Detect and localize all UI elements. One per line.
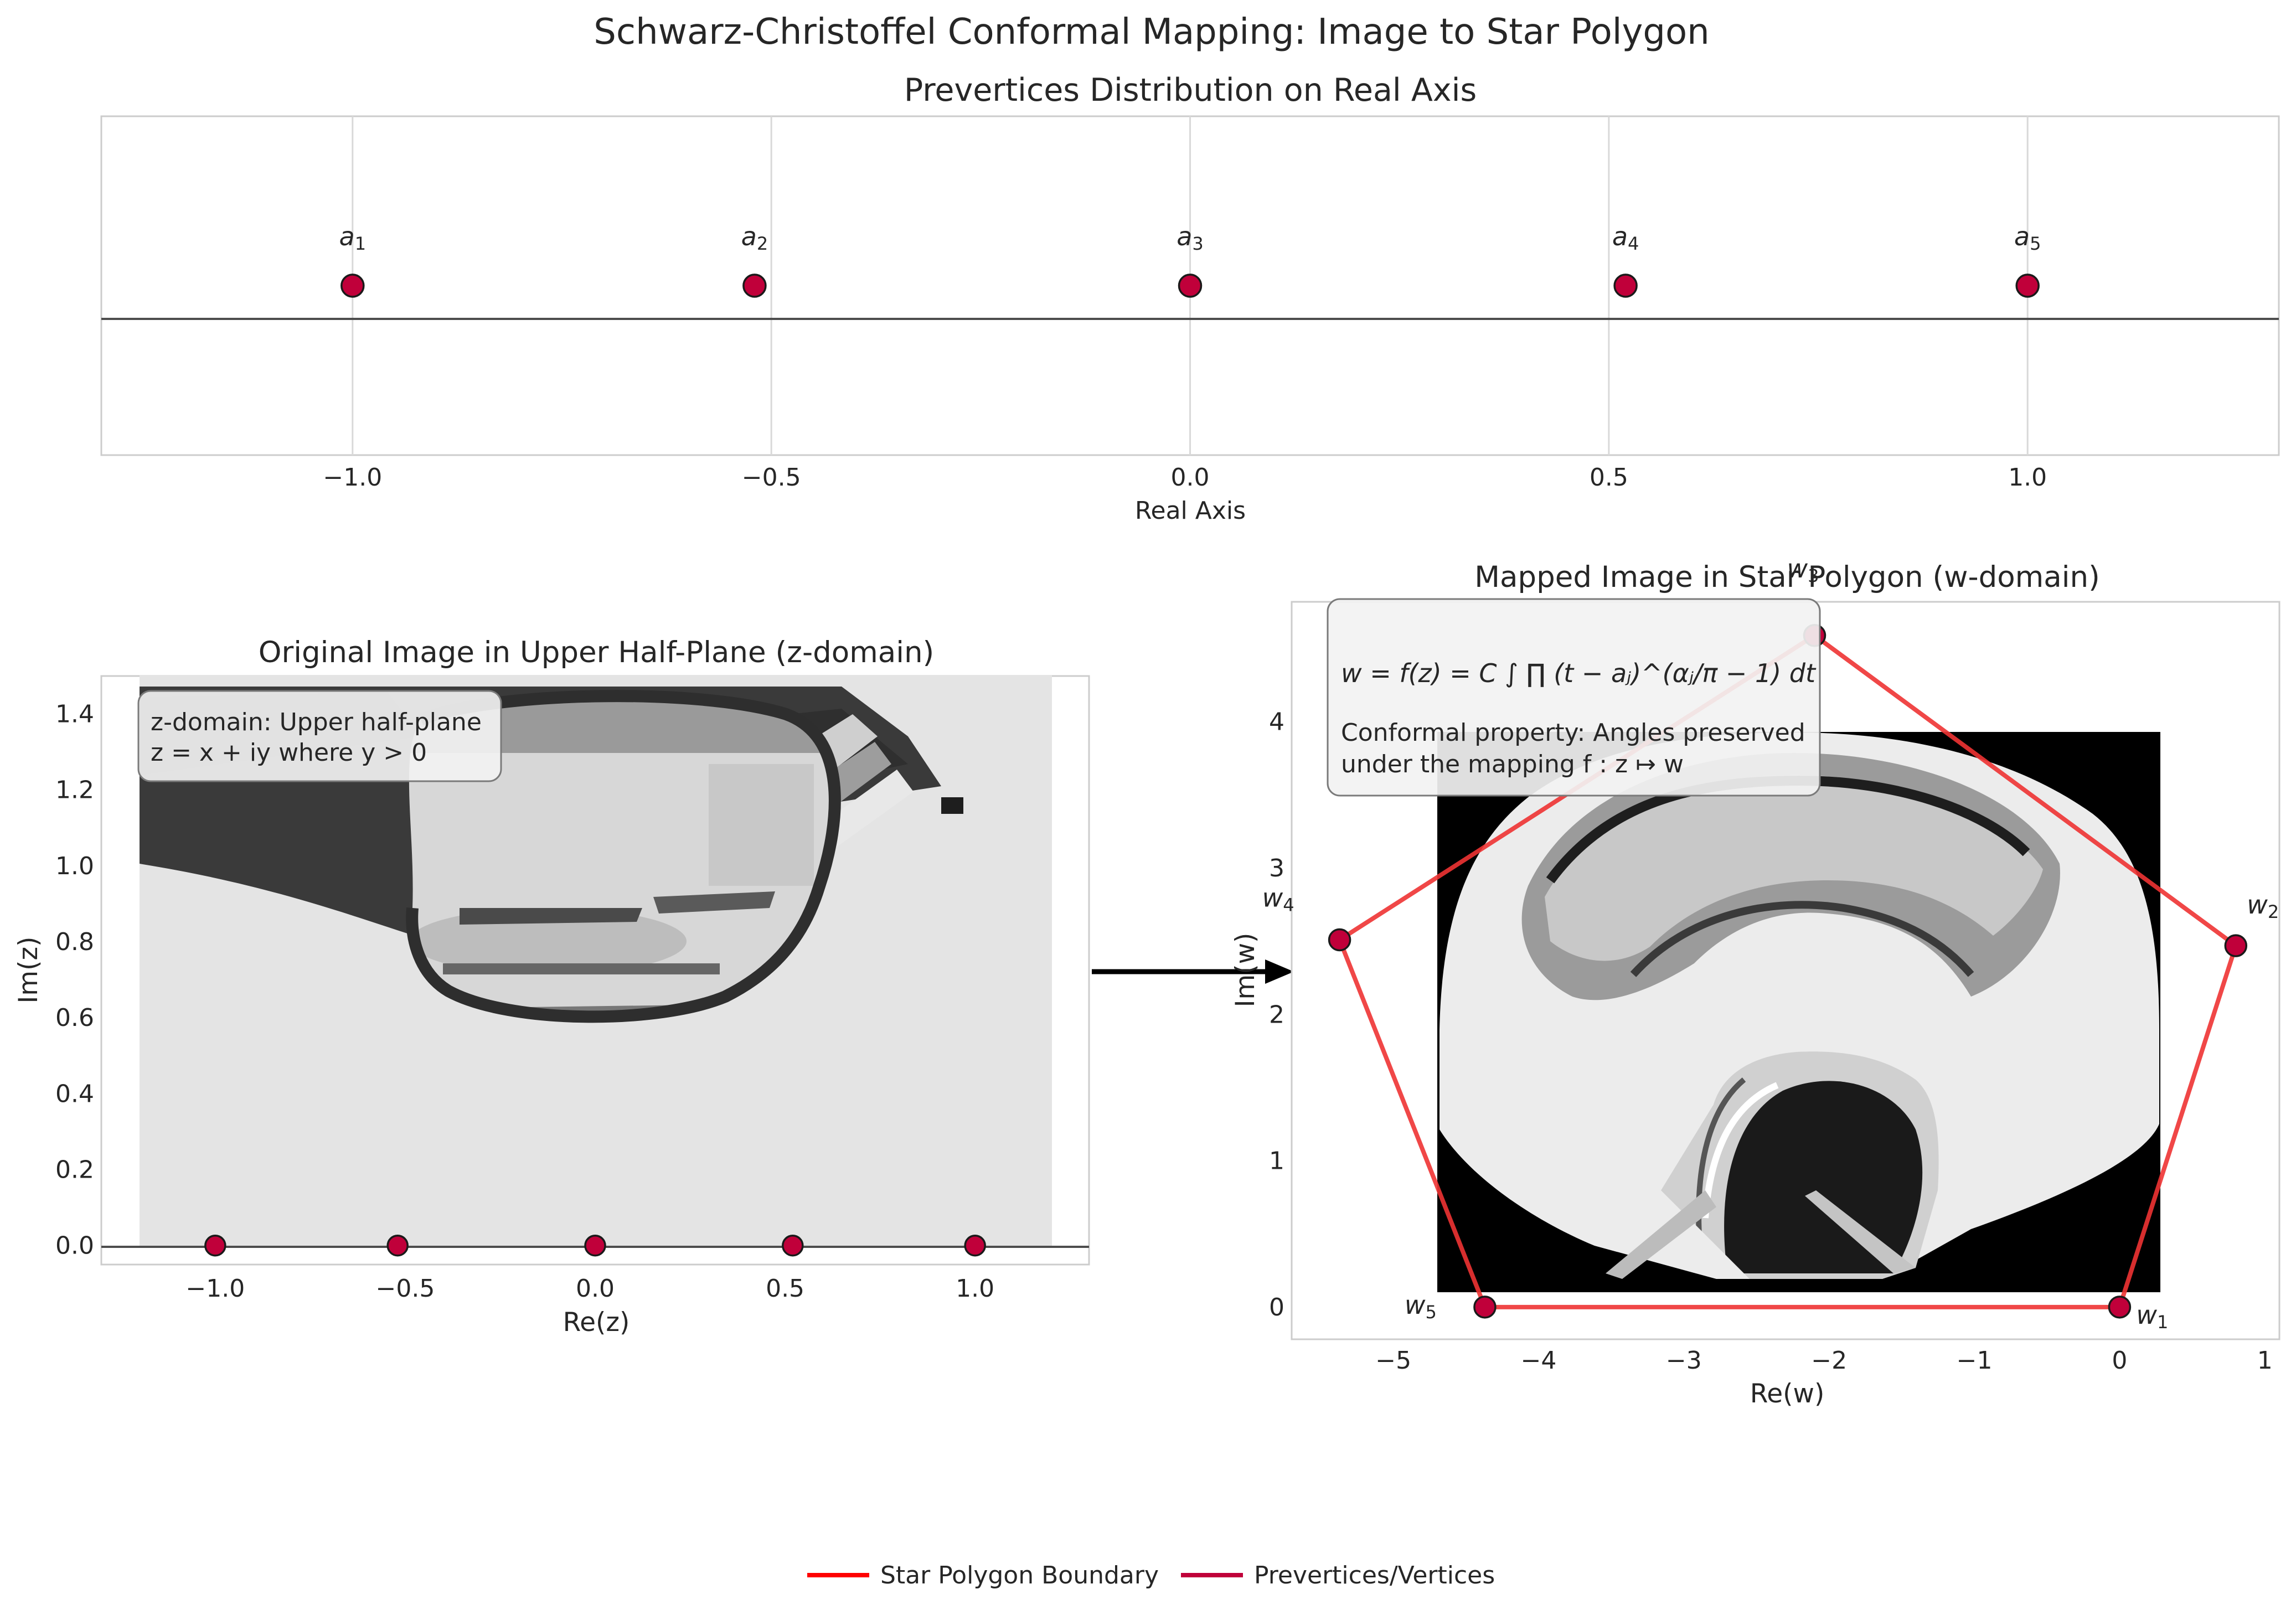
z-y-tick-labels: 0.0 0.2 0.4 0.6 0.8 1.0 1.2 1.4: [55, 700, 94, 1260]
legend-label-vertices: Prevertices/Vertices: [1254, 1561, 1495, 1590]
z-prevertex-point: [964, 1234, 986, 1257]
w-y-tick-labels: 0 1 2 3 4: [1269, 708, 1284, 1322]
prevertex-point: [340, 274, 365, 298]
z-domain-panel-title: Original Image in Upper Half-Plane (z-do…: [259, 636, 935, 669]
y-tick-label: 1.0: [55, 852, 94, 880]
prevertex-label: a1: [339, 221, 367, 254]
x-tick-label: 0.5: [766, 1275, 804, 1303]
w-x-tick-labels: −5 −4 −3 −2 −1 0 1: [1375, 1346, 2273, 1375]
z-domain-annotation: z-domain: Upper half-plane z = x + iy wh…: [137, 690, 502, 782]
prevertex-point: [742, 274, 767, 298]
prevertices-panel: Prevertices Distribution on Real Axis a1…: [100, 72, 2280, 525]
x-tick-label: 1.0: [2008, 463, 2047, 492]
y-tick-label: 4: [1269, 708, 1284, 736]
sc-formula: w = f(z) = C ∫ ∏ (t − aⱼ)^(αⱼ/π − 1) dt: [1341, 658, 1817, 688]
x-tick-label: 0.0: [1171, 463, 1210, 492]
z-annotation-line2: z = x + iy where y > 0: [151, 739, 427, 767]
x-tick-label: −1.0: [323, 463, 382, 492]
z-prevertex-markers: [204, 1234, 986, 1257]
x-tick-label: −3: [1666, 1346, 1702, 1375]
z-prevertex-point: [584, 1234, 606, 1257]
x-tick-label: 1.0: [956, 1275, 994, 1303]
z-prevertex-point: [782, 1234, 804, 1257]
x-tick-label: 0: [2112, 1346, 2127, 1375]
polygon-vertex: [1473, 1296, 1497, 1319]
polygon-vertex: [2224, 934, 2248, 957]
prevertex-label: a4: [1612, 221, 1639, 254]
mapping-arrow: [1092, 959, 1294, 984]
polygon-vertex-labels: w1 w2 w3 w4 w5: [1262, 554, 2279, 1333]
w-annotation-line2: under the mapping f : z ↦ w: [1341, 750, 1684, 778]
prevertex-point: [1178, 274, 1203, 298]
z-y-axis-label: Im(z): [13, 937, 44, 1004]
x-tick-label: −2: [1811, 1346, 1847, 1375]
vertex-label: w5: [1405, 1290, 1437, 1323]
y-tick-label: 0.0: [55, 1232, 94, 1260]
w-domain-panel: Mapped Image in Star Polygon (w-domain) …: [1230, 554, 2280, 1409]
vertex-label: w2: [2247, 890, 2279, 922]
x-tick-label: 0.0: [576, 1275, 615, 1303]
z-prevertex-point: [204, 1234, 226, 1257]
y-tick-label: 2: [1269, 1000, 1284, 1029]
prevertices-panel-title: Prevertices Distribution on Real Axis: [904, 72, 1477, 109]
polygon-vertex: [2108, 1296, 2132, 1319]
w-domain-panel-title: Mapped Image in Star Polygon (w-domain): [1474, 560, 2100, 594]
prevertex-point: [2015, 274, 2040, 298]
y-tick-label: 0.4: [55, 1080, 94, 1108]
w-domain-annotation: w = f(z) = C ∫ ∏ (t − aⱼ)^(αⱼ/π − 1) dt …: [1327, 598, 1821, 797]
w-y-axis-label: Im(w): [1230, 933, 1261, 1008]
vertex-label: w1: [2136, 1300, 2168, 1333]
vertex-label: w3: [1787, 554, 1819, 586]
y-tick-label: 3: [1269, 854, 1284, 883]
x-tick-label: −1: [1957, 1346, 1993, 1375]
w-annotation-line1: Conformal property: Angles preserved: [1341, 719, 1805, 747]
y-tick-label: 1.2: [55, 776, 94, 804]
vertex-label: w4: [1262, 883, 1294, 916]
x-tick-label: 0.5: [1590, 463, 1628, 492]
y-tick-label: 0.2: [55, 1156, 94, 1184]
prevertex-label: a3: [1177, 221, 1204, 254]
prevertex-point: [1613, 274, 1638, 298]
polygon-vertex: [1328, 928, 1351, 952]
z-annotation-line1: z-domain: Upper half-plane: [151, 708, 482, 736]
prevertex-markers: a1 a2 a3 a4 a5: [339, 221, 2041, 298]
x-tick-label: −0.5: [376, 1275, 435, 1303]
y-tick-label: 0.8: [55, 928, 94, 956]
prevertices-x-axis-label: Real Axis: [1135, 497, 1246, 525]
x-tick-label: −1.0: [185, 1275, 245, 1303]
x-tick-label: −5: [1375, 1346, 1411, 1375]
prevertex-label: a2: [741, 221, 768, 254]
prevertex-label: a5: [2014, 221, 2041, 254]
w-domain-mapped-image: [1437, 732, 2160, 1292]
z-x-axis-label: Re(z): [563, 1307, 630, 1338]
z-x-tick-labels: −1.0 −0.5 0.0 0.5 1.0: [185, 1275, 994, 1303]
prevertices-x-tick-labels: −1.0 −0.5 0.0 0.5 1.0: [323, 463, 2047, 492]
y-tick-label: 0: [1269, 1293, 1284, 1322]
y-tick-label: 0.6: [55, 1004, 94, 1032]
x-tick-label: 1: [2257, 1346, 2273, 1375]
legend: Star Polygon Boundary Prevertices/Vertic…: [807, 1561, 1495, 1590]
x-tick-label: −4: [1521, 1346, 1557, 1375]
figure-title: Schwarz-Christoffel Conformal Mapping: I…: [594, 12, 1709, 53]
z-prevertex-point: [386, 1234, 409, 1257]
y-tick-label: 1: [1269, 1147, 1284, 1175]
z-domain-panel: Original Image in Upper Half-Plane (z-do…: [13, 636, 1090, 1338]
y-tick-label: 1.4: [55, 700, 94, 729]
legend-label-boundary: Star Polygon Boundary: [880, 1561, 1159, 1590]
x-tick-label: −0.5: [742, 463, 801, 492]
w-x-axis-label: Re(w): [1750, 1379, 1825, 1409]
